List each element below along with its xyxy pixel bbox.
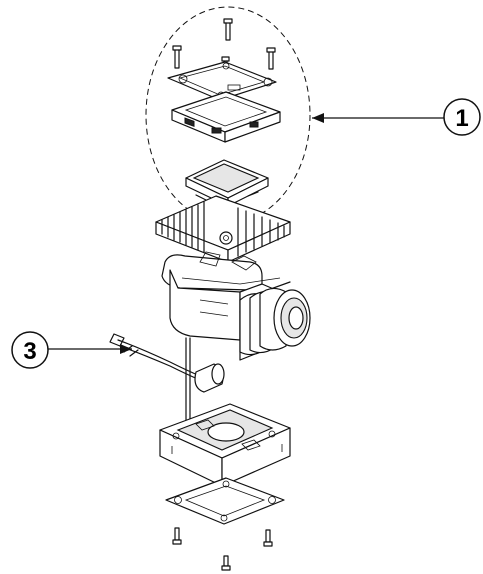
base-cable	[185, 337, 191, 433]
base-housing	[159, 403, 291, 487]
top-screw	[266, 47, 276, 70]
ferrite-core	[194, 363, 225, 393]
bottom-screw	[221, 555, 231, 571]
bottom-screw	[263, 529, 273, 547]
display-module	[185, 159, 269, 207]
bottom-gasket	[165, 477, 285, 525]
top-screw	[223, 18, 233, 41]
callout-3: 3	[11, 331, 132, 369]
camera-body	[161, 251, 311, 361]
callout-1-label: 1	[455, 105, 468, 132]
callout-3-label: 3	[23, 338, 36, 365]
group-ellipse	[145, 6, 311, 224]
callout-1: 1	[312, 98, 481, 136]
top-screw	[172, 45, 182, 69]
lcd-frame	[171, 91, 281, 143]
bottom-screw	[172, 527, 182, 545]
heat-sink	[155, 195, 291, 263]
